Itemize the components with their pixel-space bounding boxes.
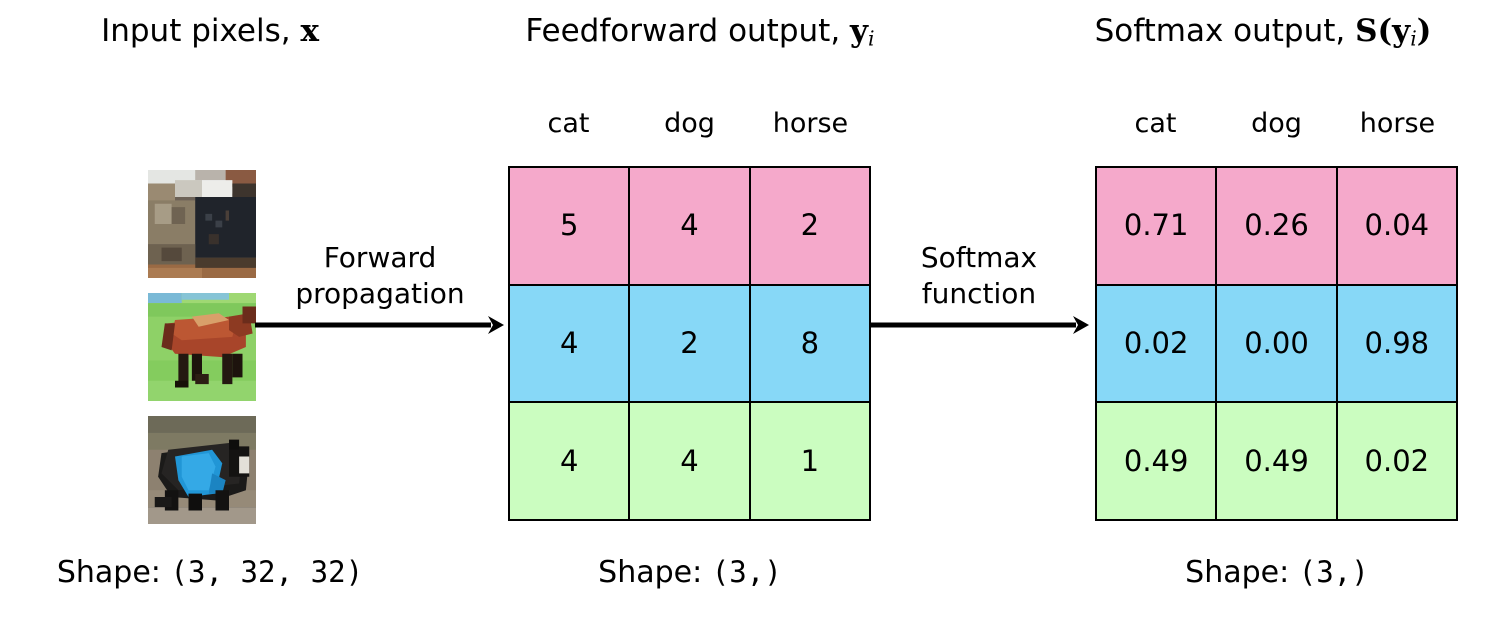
input-pixels-title: Input pixels, x: [0, 16, 420, 47]
softmax-subscript: i: [1410, 26, 1417, 51]
softmax-vector-symbol: y: [1392, 13, 1411, 49]
horse-thumbnail: [148, 293, 256, 401]
softmax-paren-close: ): [1416, 13, 1432, 49]
softmax-cell-2-0: 0.49: [1094, 401, 1218, 521]
input-shape-caption: Shape: (3, 32, 32): [0, 555, 420, 590]
logits-cell-2-1: 4: [628, 401, 751, 521]
dog-thumbnail: [148, 416, 256, 524]
softmax-table: 0.71 0.26 0.04 0.02 0.00 0.98 0.49 0.49 …: [1094, 166, 1459, 521]
softmax-column-header-horse: horse: [1359, 108, 1436, 139]
logits-column-headers: cat dog horse: [508, 110, 871, 137]
softmax-shape-value: (3,): [1298, 555, 1369, 589]
softmax-function-label-line1: Softmax: [920, 241, 1038, 274]
input-pixels-title-text: Input pixels,: [101, 13, 301, 49]
softmax-function-label-line2: function: [921, 276, 1037, 310]
logits-column-header-horse: horse: [772, 108, 849, 139]
softmax-title-text: Softmax output,: [1094, 13, 1356, 49]
table-row: 0.02 0.00 0.98: [1094, 283, 1459, 404]
cat-thumbnail: [148, 170, 256, 278]
softmax-cell-0-1: 0.26: [1215, 166, 1338, 286]
input-shape-label: Shape:: [56, 555, 171, 590]
table-row: 4 2 8: [507, 283, 872, 404]
softmax-column-header-dog: dog: [1251, 108, 1302, 139]
input-image-stack: [148, 170, 256, 524]
input-vector-symbol: x: [300, 13, 319, 49]
logits-shape-value: (3,): [711, 555, 782, 589]
logits-column-header-cat: cat: [547, 108, 590, 139]
softmax-paren-open: (: [1377, 13, 1393, 49]
softmax-cell-1-0: 0.02: [1094, 283, 1218, 404]
forward-propagation-label-line1: Forward: [323, 241, 437, 274]
logits-table: 5 4 2 4 2 8 4 4 1: [507, 166, 872, 521]
logits-cell-1-1: 2: [628, 283, 751, 404]
input-shape-value: (3, 32, 32): [170, 555, 364, 589]
softmax-function-arrow: Softmax function: [868, 240, 1090, 338]
logits-cell-2-0: 4: [507, 401, 631, 521]
forward-propagation-arrow: Forward propagation: [255, 240, 505, 338]
forward-propagation-label-line2: propagation: [295, 276, 465, 310]
softmax-cell-0-2: 0.04: [1335, 166, 1459, 286]
logits-column-header-dog: dog: [664, 108, 715, 139]
softmax-cell-2-1: 0.49: [1215, 401, 1338, 521]
table-row: 4 4 1: [507, 401, 872, 521]
softmax-cell-0-0: 0.71: [1094, 166, 1218, 286]
feedforward-output-title: Feedforward output, yi: [460, 16, 940, 49]
softmax-cell-1-1: 0.00: [1215, 283, 1338, 404]
softmax-output-title: Softmax output, S(yi): [1040, 16, 1486, 49]
feedforward-subscript: i: [868, 26, 875, 51]
logits-cell-1-2: 8: [748, 283, 872, 404]
logits-cell-1-0: 4: [507, 283, 631, 404]
table-row: 5 4 2: [507, 166, 872, 286]
softmax-shape-label: Shape:: [1185, 555, 1299, 590]
table-row: 0.71 0.26 0.04: [1094, 166, 1459, 286]
softmax-function-symbol: S: [1355, 13, 1378, 49]
softmax-function-arrow-glyph: [868, 315, 1089, 334]
softmax-shape-caption: Shape: (3,): [1092, 555, 1462, 590]
feedforward-title-text: Feedforward output,: [525, 13, 851, 49]
logits-cell-2-2: 1: [748, 401, 872, 521]
logits-shape-caption: Shape: (3,): [505, 555, 875, 590]
softmax-cell-2-2: 0.02: [1335, 401, 1459, 521]
logits-cell-0-0: 5: [507, 166, 631, 286]
feedforward-vector-symbol: y: [850, 13, 869, 49]
logits-shape-label: Shape:: [598, 555, 712, 590]
softmax-column-header-cat: cat: [1134, 108, 1177, 139]
softmax-column-headers: cat dog horse: [1095, 110, 1458, 137]
softmax-cell-1-2: 0.98: [1335, 283, 1459, 404]
forward-propagation-arrow-glyph: [255, 315, 504, 334]
logits-cell-0-1: 4: [628, 166, 751, 286]
logits-cell-0-2: 2: [748, 166, 872, 286]
table-row: 0.49 0.49 0.02: [1094, 401, 1459, 521]
